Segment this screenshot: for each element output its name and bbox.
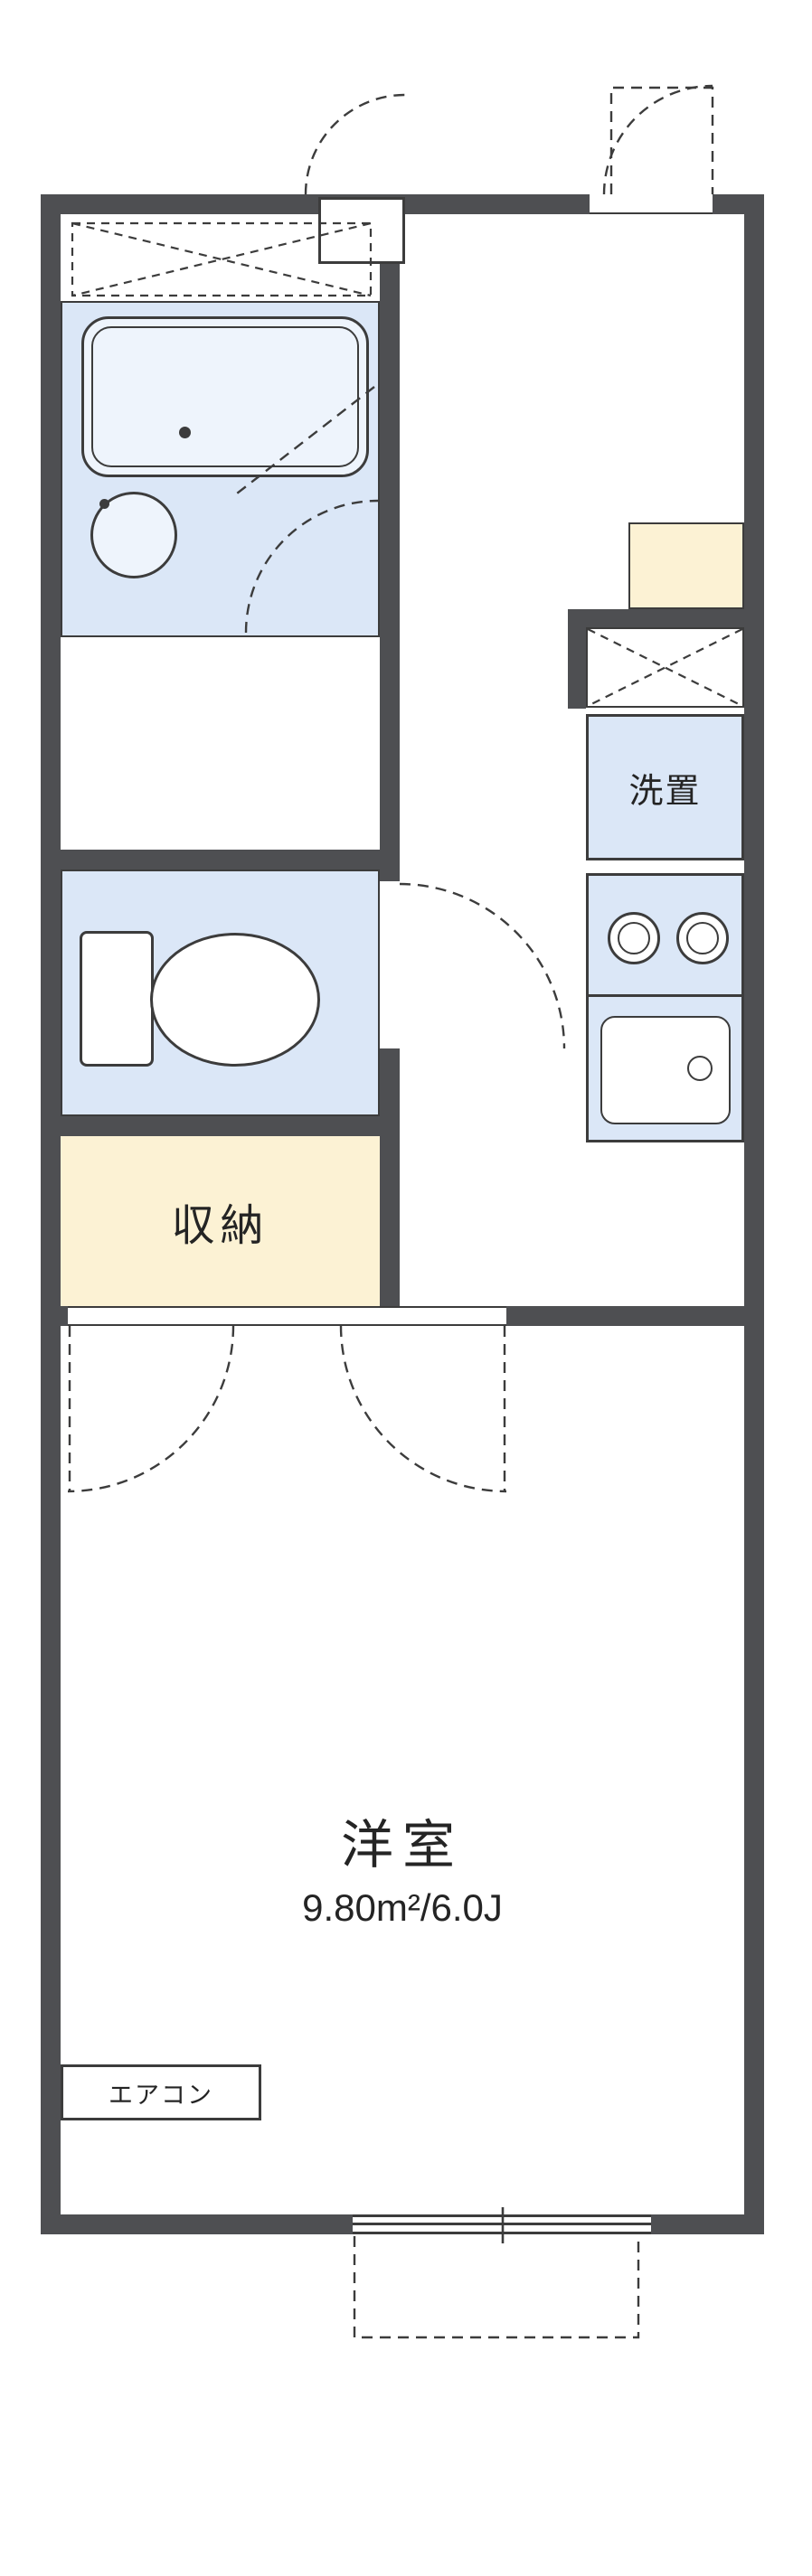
wall-doorway-left-stub	[41, 1306, 68, 1326]
stove-burner-right-inner	[686, 922, 719, 954]
toilet-door-arc	[399, 882, 566, 1049]
room-entry-door-arc	[339, 1325, 507, 1493]
wall-bottom-left	[41, 2214, 353, 2234]
wall-room-north-right	[506, 1306, 764, 1326]
sink-drain	[687, 1056, 713, 1081]
kitchen-divider-line	[588, 994, 742, 997]
aircon-label: エアコン	[109, 2081, 213, 2109]
room-size-label: 9.80m²/6.0J	[302, 1886, 503, 1929]
tub-drain-dot	[179, 427, 191, 438]
shoe-cabinet	[628, 522, 744, 609]
balcony-outline	[353, 2236, 640, 2339]
entrance-threshold	[590, 194, 713, 214]
entrance-door-arc	[602, 84, 713, 195]
closet-label: 収納	[171, 1202, 269, 1250]
laundry-space	[586, 714, 744, 860]
service-door-arc	[304, 93, 406, 195]
bathtub-inner	[91, 326, 359, 467]
wall-toilet-closet-divider	[61, 1116, 380, 1136]
entrance-porch-outline	[609, 86, 714, 194]
kitchen-sink	[600, 1016, 731, 1124]
pipe-shaft-box	[318, 197, 405, 264]
closet-door-arc	[67, 1325, 235, 1493]
wall-left	[41, 194, 61, 2234]
closet-area	[61, 1136, 380, 1306]
room-doorway-threshold	[68, 1306, 506, 1326]
wall-bottom-right	[651, 2214, 764, 2234]
utility-space	[586, 627, 744, 708]
basin-faucet-dot	[99, 499, 109, 509]
toilet-tank	[80, 931, 154, 1067]
room-name-label: 洋室	[340, 1816, 464, 1875]
stove-burner-left-inner	[618, 922, 650, 954]
wall-wetarea-right-upper	[380, 214, 400, 881]
wall-top-left	[41, 194, 590, 214]
wall-wetarea-right-lower	[380, 1048, 400, 1306]
window-bottom-midline	[353, 2223, 651, 2225]
wall-entry-divider-v	[568, 609, 586, 709]
toilet-bowl	[150, 933, 320, 1067]
aircon-box	[61, 2064, 261, 2120]
wall-bath-toilet-divider	[61, 850, 380, 870]
wall-entry-divider-h	[568, 609, 744, 627]
laundry-label: 洗置	[628, 772, 702, 811]
wall-right	[744, 194, 764, 2234]
